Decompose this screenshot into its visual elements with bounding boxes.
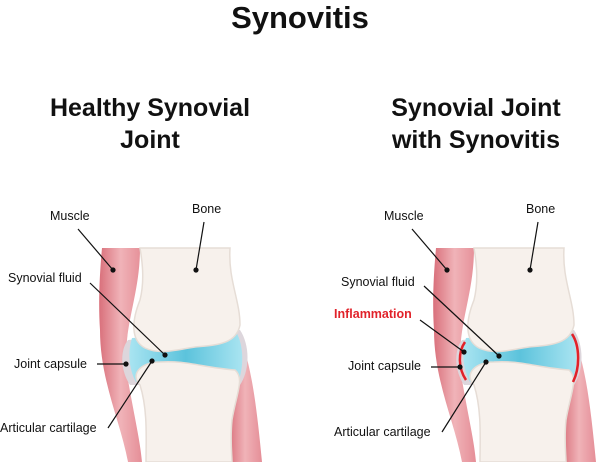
label-bone: Bone — [192, 202, 222, 216]
label-inflammation: Inflammation — [334, 307, 412, 321]
synovitis-heading-line1: Synovial Joint — [391, 94, 561, 122]
page-title: Synovitis — [231, 0, 369, 35]
healthy-heading-line1: Healthy Synovial — [49, 94, 251, 122]
leader-lines — [77, 221, 539, 433]
healthy-heading: Healthy Synovial Joint — [0, 92, 300, 156]
label-articular-cartilage: Articular cartilage — [0, 421, 97, 435]
label-muscle: Muscle — [384, 209, 424, 223]
label-joint-capsule: Joint capsule — [348, 359, 421, 373]
inflammation-left-rim — [458, 341, 468, 381]
synovitis-heading: Synovial Joint with Synovitis — [326, 92, 600, 156]
label-synovial-fluid: Synovial fluid — [8, 271, 82, 285]
healthy-joint — [98, 247, 263, 462]
label-muscle: Muscle — [50, 209, 90, 223]
synovitis-heading-line2: with Synovitis — [391, 126, 561, 154]
inflammation-right-rim — [570, 333, 580, 383]
label-joint-capsule: Joint capsule — [14, 357, 87, 371]
healthy-heading-line2: Joint — [120, 126, 180, 154]
synovitis-joint — [432, 247, 597, 462]
label-synovial-fluid: Synovial fluid — [341, 275, 415, 289]
label-bone: Bone — [526, 202, 556, 216]
label-articular-cartilage: Articular cartilage — [334, 425, 431, 439]
